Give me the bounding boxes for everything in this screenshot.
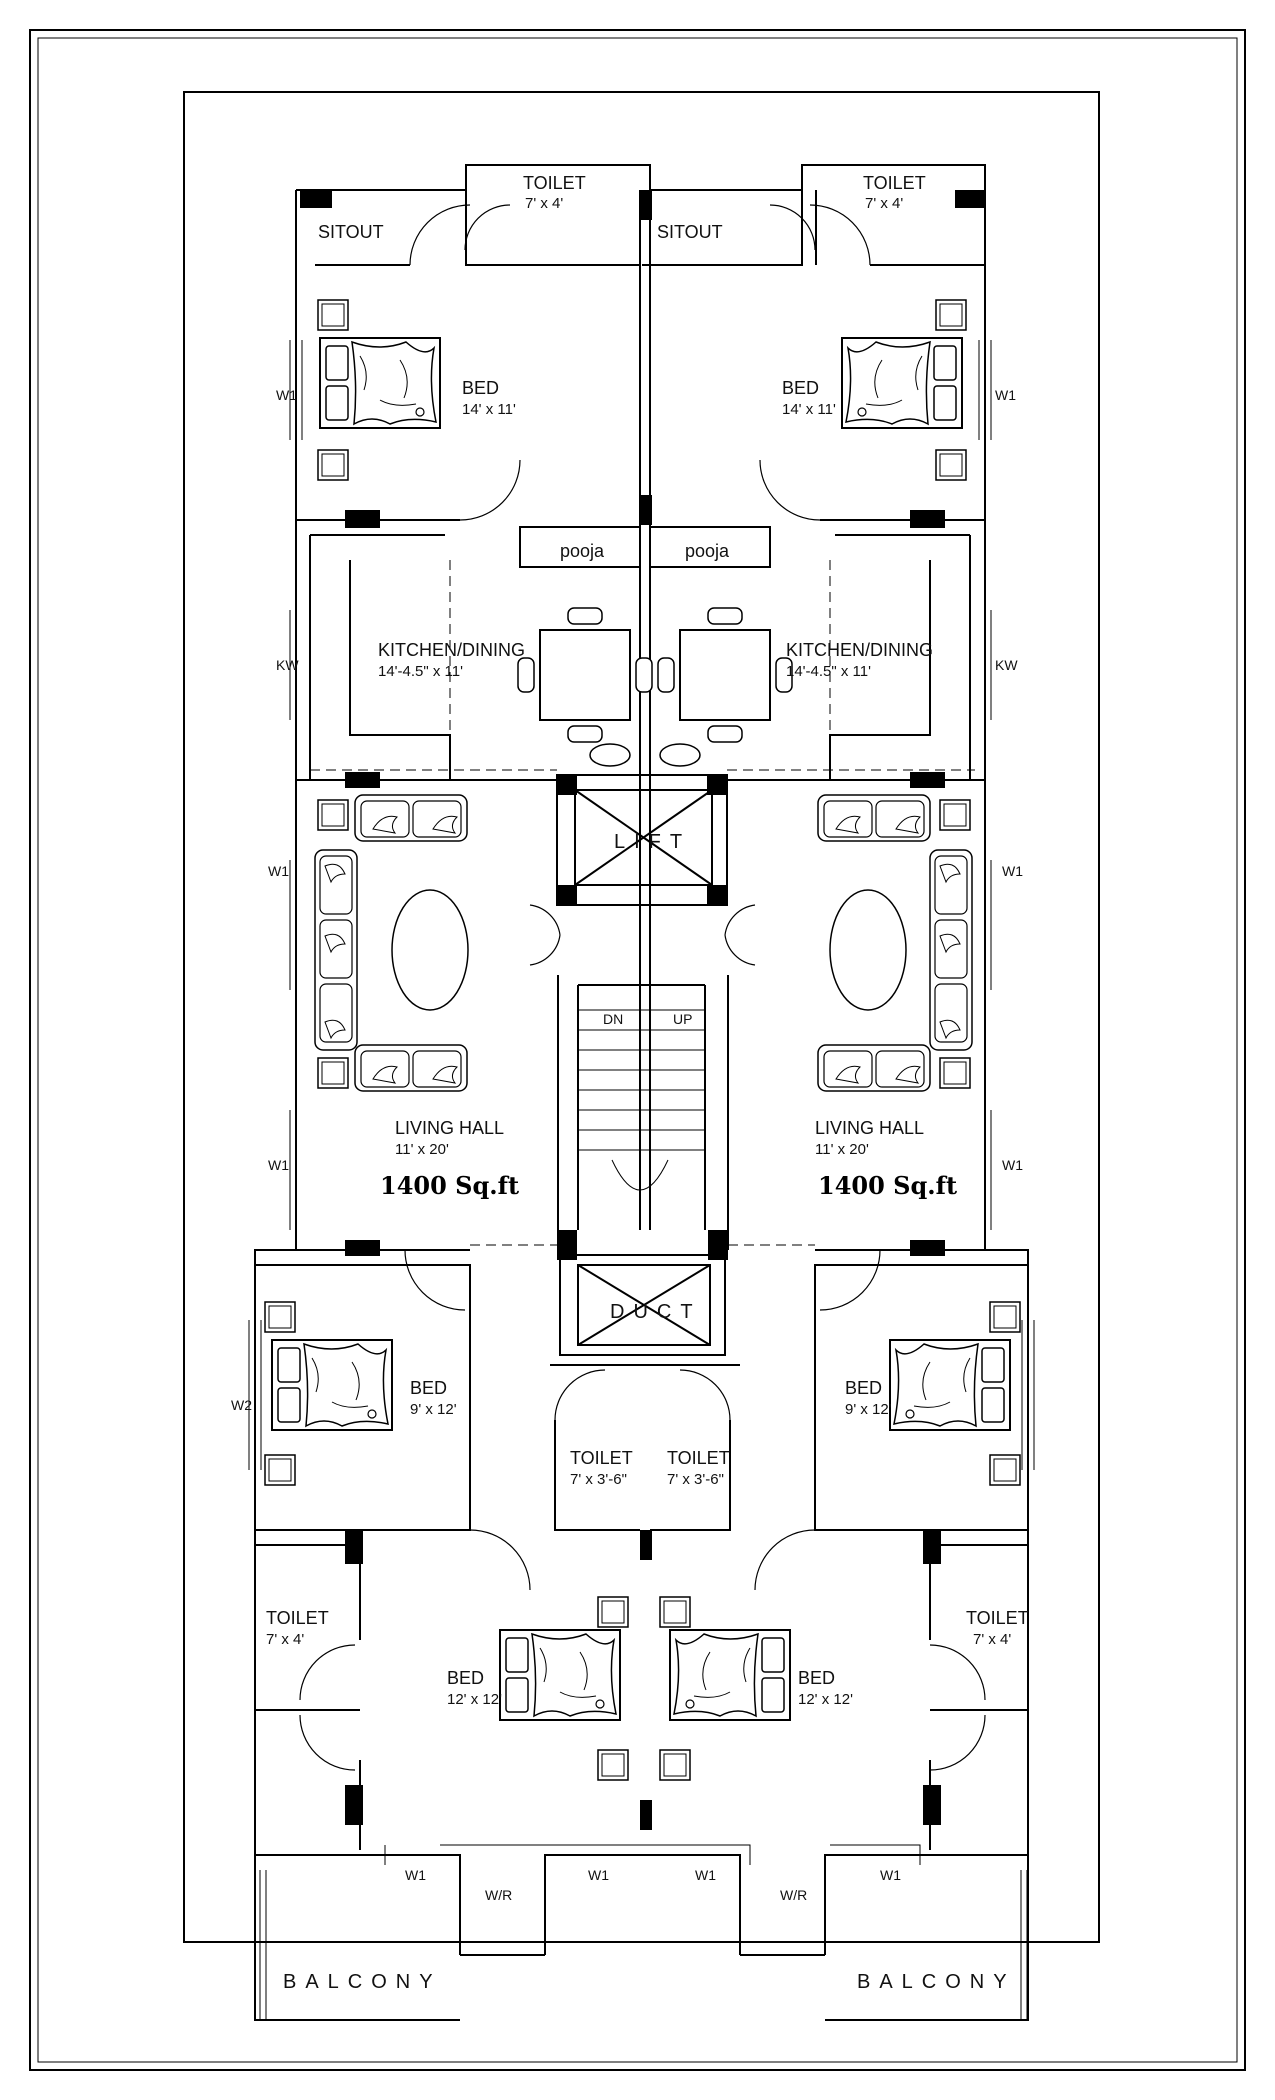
window-w1-label: W1 [695, 1867, 716, 1883]
toilet-top-left-dim: 7' x 4' [525, 195, 563, 212]
living-right-dim: 11' x 20' [815, 1141, 869, 1158]
bed-mid-left-name: BED [410, 1378, 447, 1398]
window-w1-label: W1 [405, 1867, 426, 1883]
bed-top-right-name: BED [782, 378, 819, 398]
window-labels: W1 W1 KW KW W1 W1 W1 W1 W2 W1 W1 W1 W1 [231, 387, 1023, 1883]
window-w1-label: W1 [1002, 1157, 1023, 1173]
lift-label: LIFT [614, 831, 691, 853]
toilet-mid-left-dim: 7' x 3'-6" [570, 1471, 627, 1488]
stairs-up-label: UP [673, 1011, 692, 1027]
bed-low-right-name: BED [798, 1668, 835, 1688]
living-left-name: LIVING HALL [395, 1118, 504, 1138]
structural-columns [300, 190, 985, 1830]
walls [254, 164, 1029, 2021]
bed-mid-left-dim: 9' x 12' [410, 1401, 457, 1418]
pooja-label-left: pooja [560, 541, 605, 561]
dashed-lines [310, 560, 975, 1246]
outer-frame [29, 29, 1246, 2071]
wr-label-left: W/R [485, 1887, 512, 1903]
kitchen-right-name: KITCHEN/DINING [786, 640, 933, 660]
toilet-low-left-name: TOILET [266, 1608, 329, 1628]
window-w1-label: W1 [588, 1867, 609, 1883]
living-left-area: 1400 Sq.ft [380, 1171, 519, 1200]
window-w1-label: W1 [1002, 863, 1023, 879]
kitchen-left-name: KITCHEN/DINING [378, 640, 525, 660]
room-labels: SITOUT SITOUT TOILET 7' x 4' TOILET 7' x… [266, 173, 1029, 1993]
furniture [264, 299, 1021, 1781]
balcony-label-left: BALCONY [283, 1971, 442, 1993]
toilet-top-right-dim: 7' x 4' [865, 195, 903, 212]
pooja-label-right: pooja [685, 541, 730, 561]
living-left-dim: 11' x 20' [395, 1141, 449, 1158]
stair-treads [578, 1009, 705, 1191]
bed-top-left-dim: 14' x 11' [462, 401, 516, 418]
toilet-mid-right-name: TOILET [667, 1448, 730, 1468]
kitchen-left-dim: 14'-4.5" x 11' [378, 663, 463, 680]
bed-mid-right-dim: 9' x 12' [845, 1401, 892, 1418]
toilet-mid-right-dim: 7' x 3'-6" [667, 1471, 724, 1488]
bed-top-left-name: BED [462, 378, 499, 398]
window-w1-label: W1 [268, 863, 289, 879]
kitchen-right-dim: 14'-4.5" x 11' [786, 663, 871, 680]
toilet-low-left-dim: 7' x 4' [266, 1631, 304, 1648]
living-right-name: LIVING HALL [815, 1118, 924, 1138]
window-kw-label: KW [995, 657, 1018, 673]
bed-top-right-dim: 14' x 11' [782, 401, 836, 418]
toilet-low-right-name: TOILET [966, 1608, 1029, 1628]
duct-label: DUCT [610, 1301, 702, 1323]
window-kw-label: KW [276, 657, 299, 673]
inner-frame [183, 91, 1100, 1943]
toilet-low-right-dim: 7' x 4' [973, 1631, 1011, 1648]
wr-label-right: W/R [780, 1887, 807, 1903]
toilet-top-right-name: TOILET [863, 173, 926, 193]
window-marks [248, 340, 1035, 2020]
toilet-mid-left-name: TOILET [570, 1448, 633, 1468]
door-swings [299, 204, 986, 1771]
bed-low-left-name: BED [447, 1668, 484, 1688]
bed-low-left-dim: 12' x 12' [447, 1691, 502, 1708]
living-right-area: 1400 Sq.ft [818, 1171, 957, 1200]
sitout-label-right: SITOUT [657, 222, 723, 242]
toilet-top-left-name: TOILET [523, 173, 586, 193]
balcony-label-right: BALCONY [857, 1971, 1016, 1993]
sitout-label-left: SITOUT [318, 222, 384, 242]
window-w1-label: W1 [995, 387, 1016, 403]
window-w1-label: W1 [880, 1867, 901, 1883]
window-w2-label: W2 [231, 1397, 252, 1413]
bed-mid-right-name: BED [845, 1378, 882, 1398]
bed-low-right-dim: 12' x 12' [798, 1691, 853, 1708]
window-w1-label: W1 [268, 1157, 289, 1173]
window-w1-label: W1 [276, 387, 297, 403]
stairs-down-label: DN [603, 1011, 623, 1027]
